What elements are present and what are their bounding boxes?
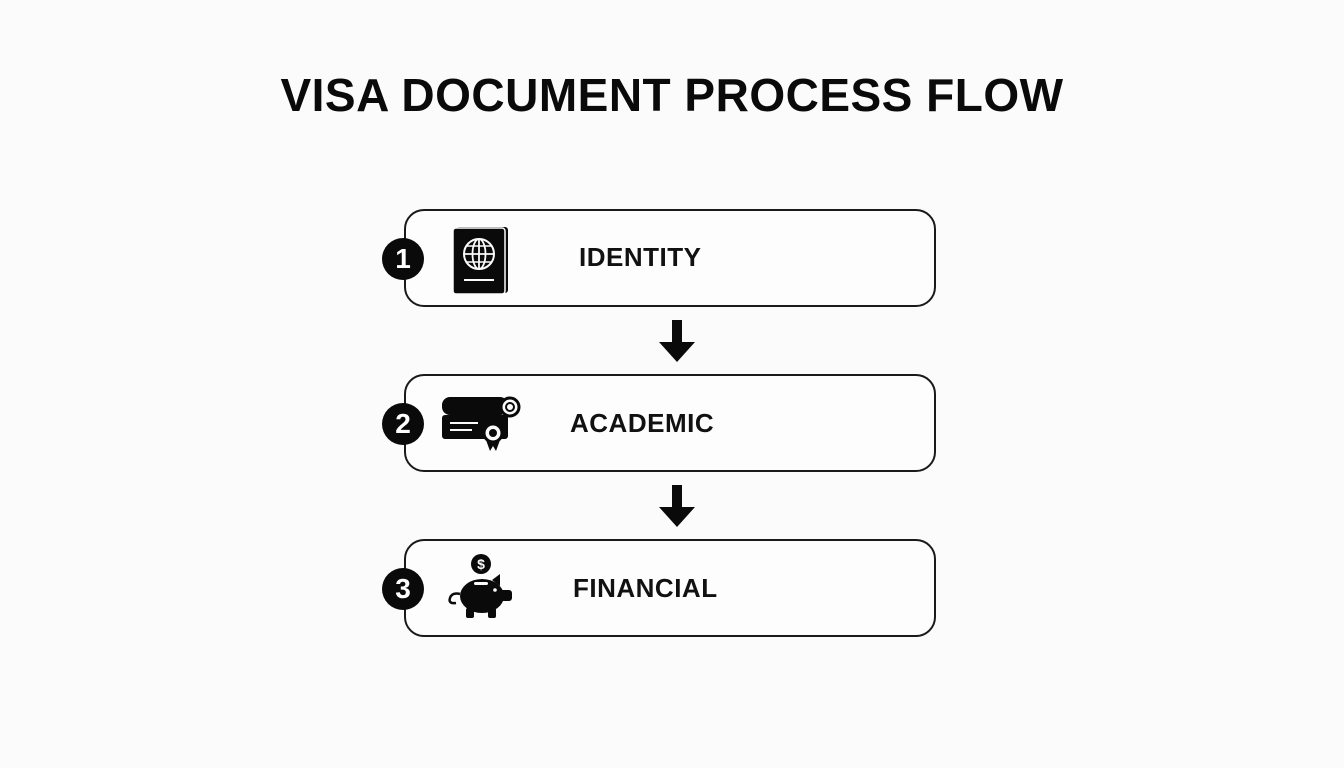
arrow-down-icon bbox=[659, 320, 695, 362]
step-label-financial: FINANCIAL bbox=[573, 573, 718, 603]
step-label-identity: IDENTITY bbox=[579, 242, 702, 272]
coin-dollar-symbol: $ bbox=[477, 556, 485, 572]
step-number-badge: 1 bbox=[382, 238, 424, 280]
step-number-badge: 3 bbox=[382, 568, 424, 610]
step-label-academic: ACADEMIC bbox=[570, 408, 715, 438]
page-title: VISA DOCUMENT PROCESS FLOW bbox=[280, 69, 1064, 121]
diploma-certificate-icon bbox=[442, 396, 521, 451]
passport-icon bbox=[452, 227, 508, 295]
piggy-bank-icon: $ bbox=[448, 554, 512, 618]
step-number-badge: 2 bbox=[382, 403, 424, 445]
arrow-down-icon bbox=[659, 485, 695, 527]
